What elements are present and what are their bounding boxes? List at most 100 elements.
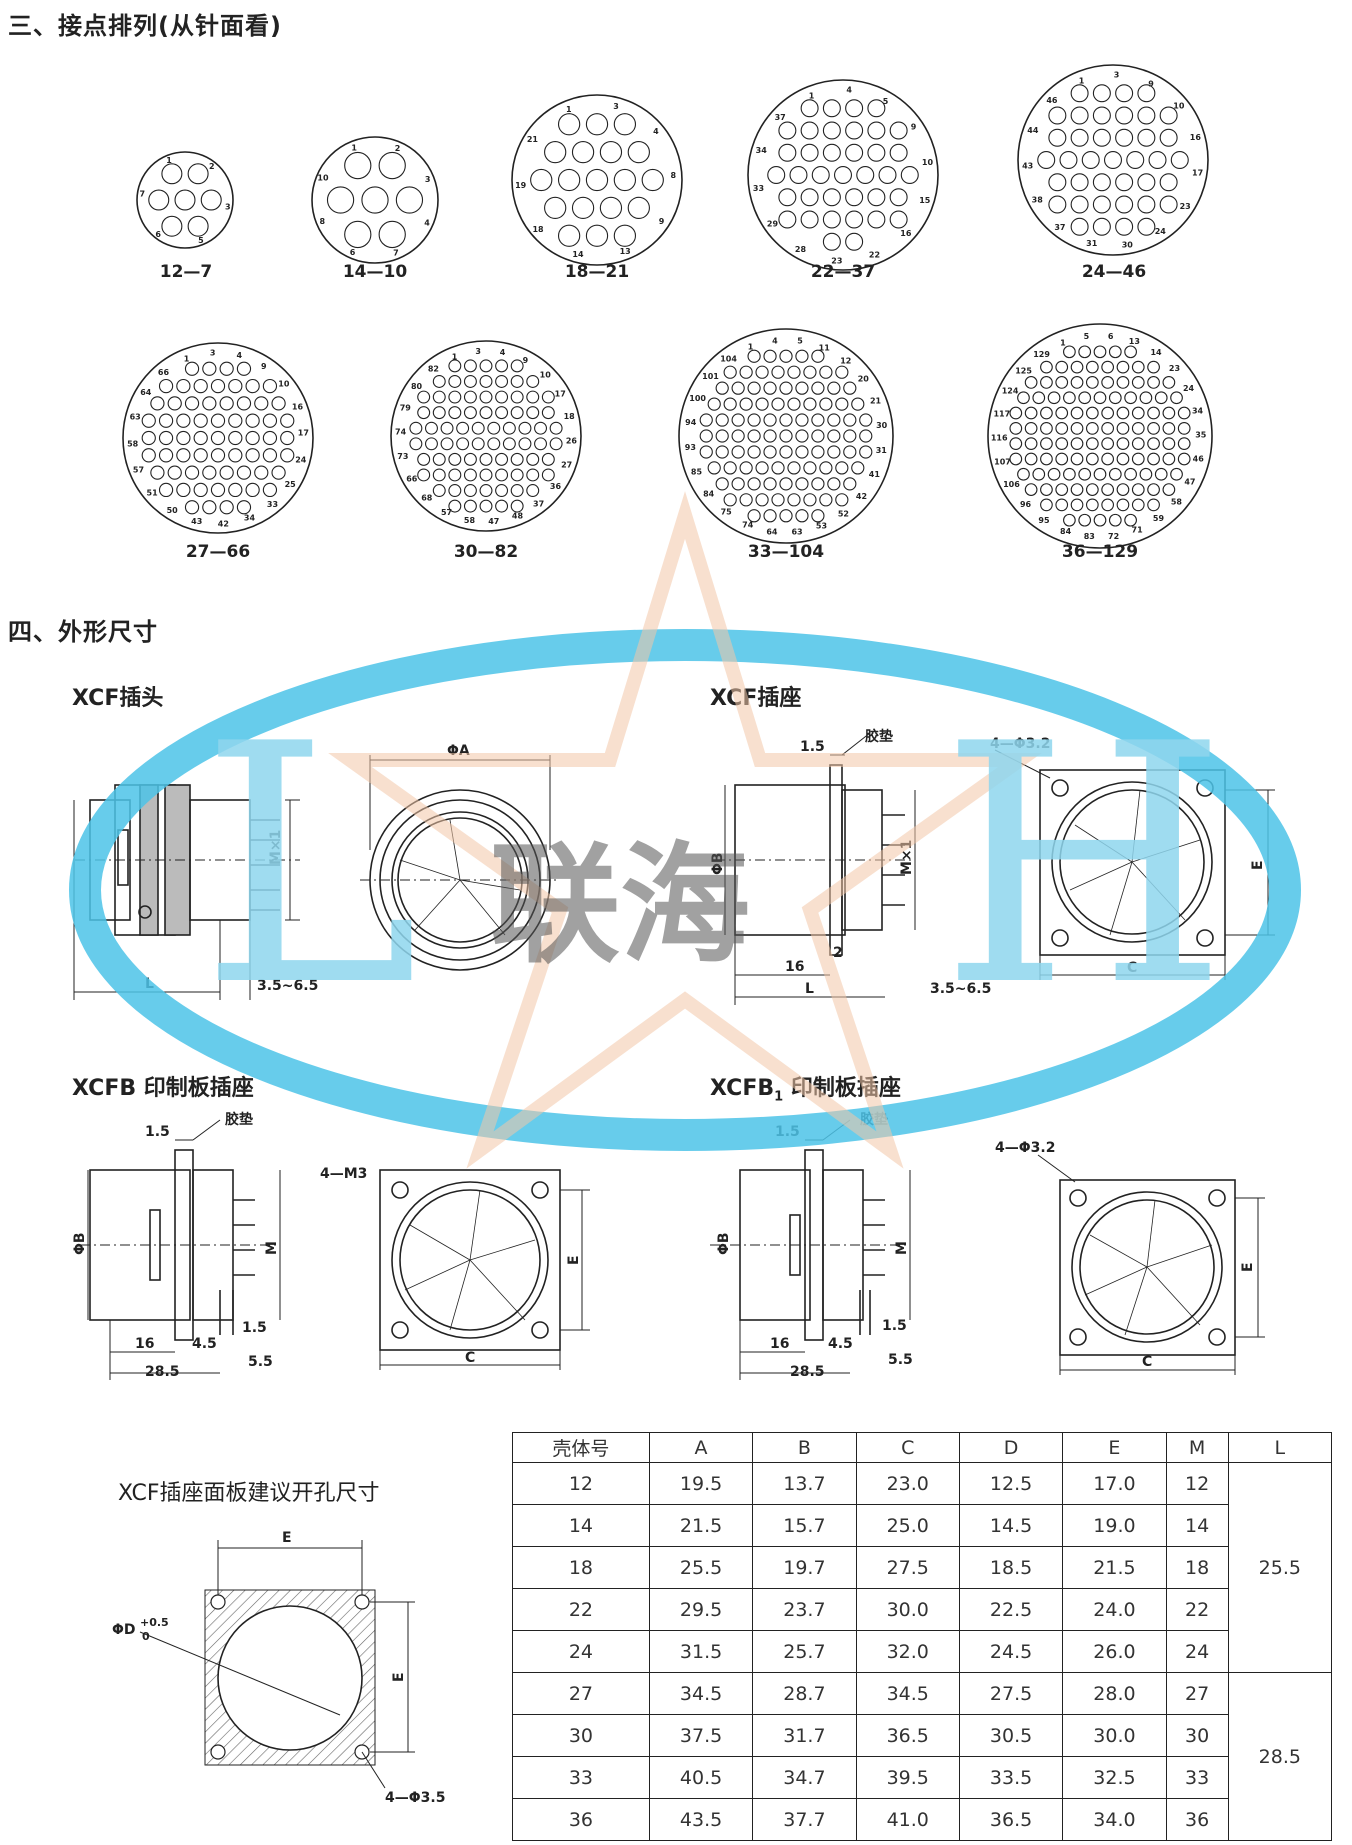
pin-number: 4 xyxy=(772,336,778,345)
pin-number: 95 xyxy=(1038,516,1050,525)
table-cell: 41.0 xyxy=(855,1798,960,1841)
table-cell: 14.5 xyxy=(958,1504,1064,1547)
pin-hole xyxy=(1048,173,1067,192)
pin-hole xyxy=(534,421,548,435)
pin-hole xyxy=(1024,483,1038,496)
pin-number: 38 xyxy=(1032,196,1044,205)
section-title-contact-layout: 三、接点排列(从针面看) xyxy=(8,12,282,40)
pin-hole xyxy=(1159,173,1178,192)
pin-number: 3 xyxy=(1114,71,1120,80)
dim-range: 3.5~6.5 xyxy=(930,981,991,997)
pin-hole xyxy=(1048,195,1067,214)
dim-holes-3-5: 4—Φ3.5 xyxy=(385,1790,445,1806)
pin-hole xyxy=(1148,150,1167,170)
pin-number: 68 xyxy=(421,494,433,503)
pin-hole xyxy=(699,445,713,459)
dim-1-5b: 1.5 xyxy=(242,1320,267,1336)
pin-hole xyxy=(835,397,849,411)
pin-hole xyxy=(779,429,793,443)
pin-number: 83 xyxy=(1084,532,1095,541)
pin-hole xyxy=(1177,421,1191,435)
gasket-label: 胶垫 xyxy=(860,1111,888,1128)
pin-hole xyxy=(803,397,817,411)
pin-number: 1 xyxy=(809,92,815,101)
pin-number: 17 xyxy=(555,390,566,399)
pin-hole xyxy=(811,509,825,523)
pin-hole xyxy=(1048,128,1067,147)
pin-hole xyxy=(778,188,797,207)
dim-E: E xyxy=(1240,1262,1256,1272)
pin-hole xyxy=(878,165,897,185)
table-cell: 23.0 xyxy=(855,1462,960,1505)
dim-1-5b: 1.5 xyxy=(882,1318,907,1334)
pin-hole xyxy=(245,448,260,463)
pin-hole xyxy=(150,465,165,480)
pin-number: 96 xyxy=(1020,500,1032,509)
pin-hole xyxy=(210,378,226,394)
pin-hole xyxy=(1126,150,1145,170)
pin-hole xyxy=(1131,437,1145,451)
pin-number: 5 xyxy=(1084,332,1090,341)
pin-number: 75 xyxy=(721,507,733,516)
pin-hole xyxy=(200,189,222,211)
panel-cutout-drawing: E E ΦD +0.5 0 4—Φ3.5 xyxy=(112,1530,445,1806)
dim-holes-m3: 4—M3 xyxy=(320,1166,367,1182)
pin-number: 46 xyxy=(1193,455,1205,464)
pin-hole xyxy=(432,468,446,482)
pin-hole xyxy=(526,452,540,466)
pin-hole xyxy=(819,397,833,411)
pin-hole xyxy=(800,188,819,207)
pin-hole xyxy=(1101,452,1115,466)
pin-hole xyxy=(1177,437,1191,451)
pin-number: 2 xyxy=(209,162,215,171)
pin-number: 19 xyxy=(515,181,527,190)
pin-hole xyxy=(167,465,182,480)
pin-number: 4 xyxy=(653,127,659,136)
pin-hole xyxy=(811,413,825,427)
pin-hole xyxy=(526,468,540,482)
pin-number: 74 xyxy=(395,428,407,437)
pin-hole xyxy=(800,121,819,140)
pin-hole xyxy=(448,390,462,404)
pin-hole xyxy=(763,477,777,491)
pin-hole xyxy=(510,468,524,482)
pin-number: 13 xyxy=(620,247,631,256)
pin-hole xyxy=(518,421,532,435)
pin-hole xyxy=(1040,406,1053,420)
table-cell: 21.5 xyxy=(1062,1546,1167,1589)
pin-number: 72 xyxy=(1108,532,1119,541)
pin-number: 12 xyxy=(840,357,851,366)
pin-hole xyxy=(1131,483,1145,496)
pin-hole xyxy=(889,210,908,229)
pin-number: 6 xyxy=(155,230,161,239)
pin-number: 8 xyxy=(671,171,677,180)
pin-number: 53 xyxy=(816,522,827,531)
pin-hole xyxy=(835,493,849,507)
dim-4-5: 4.5 xyxy=(192,1336,217,1352)
pin-hole xyxy=(236,361,252,376)
pin-hole xyxy=(1131,452,1145,466)
table-cell: 18 xyxy=(1165,1546,1229,1589)
pin-hole xyxy=(1081,150,1100,170)
pin-hole xyxy=(723,493,737,507)
pin-hole xyxy=(1147,452,1160,466)
pin-hole xyxy=(1115,173,1134,192)
pin-hole xyxy=(1009,452,1023,466)
pin-number: 50 xyxy=(167,506,179,515)
pin-hole xyxy=(280,448,295,463)
dim-1-5: 1.5 xyxy=(145,1124,170,1140)
pin-hole xyxy=(1116,483,1130,496)
pin-hole xyxy=(495,374,509,388)
pin-number: 5 xyxy=(198,236,204,245)
pin-number: 125 xyxy=(1015,366,1032,375)
pin-number: 10 xyxy=(317,173,329,182)
pin-number: 63 xyxy=(791,528,802,537)
pin-hole xyxy=(755,461,769,475)
pin-number: 7 xyxy=(139,190,145,199)
pin-hole xyxy=(867,210,886,229)
pin-hole xyxy=(1078,391,1092,405)
